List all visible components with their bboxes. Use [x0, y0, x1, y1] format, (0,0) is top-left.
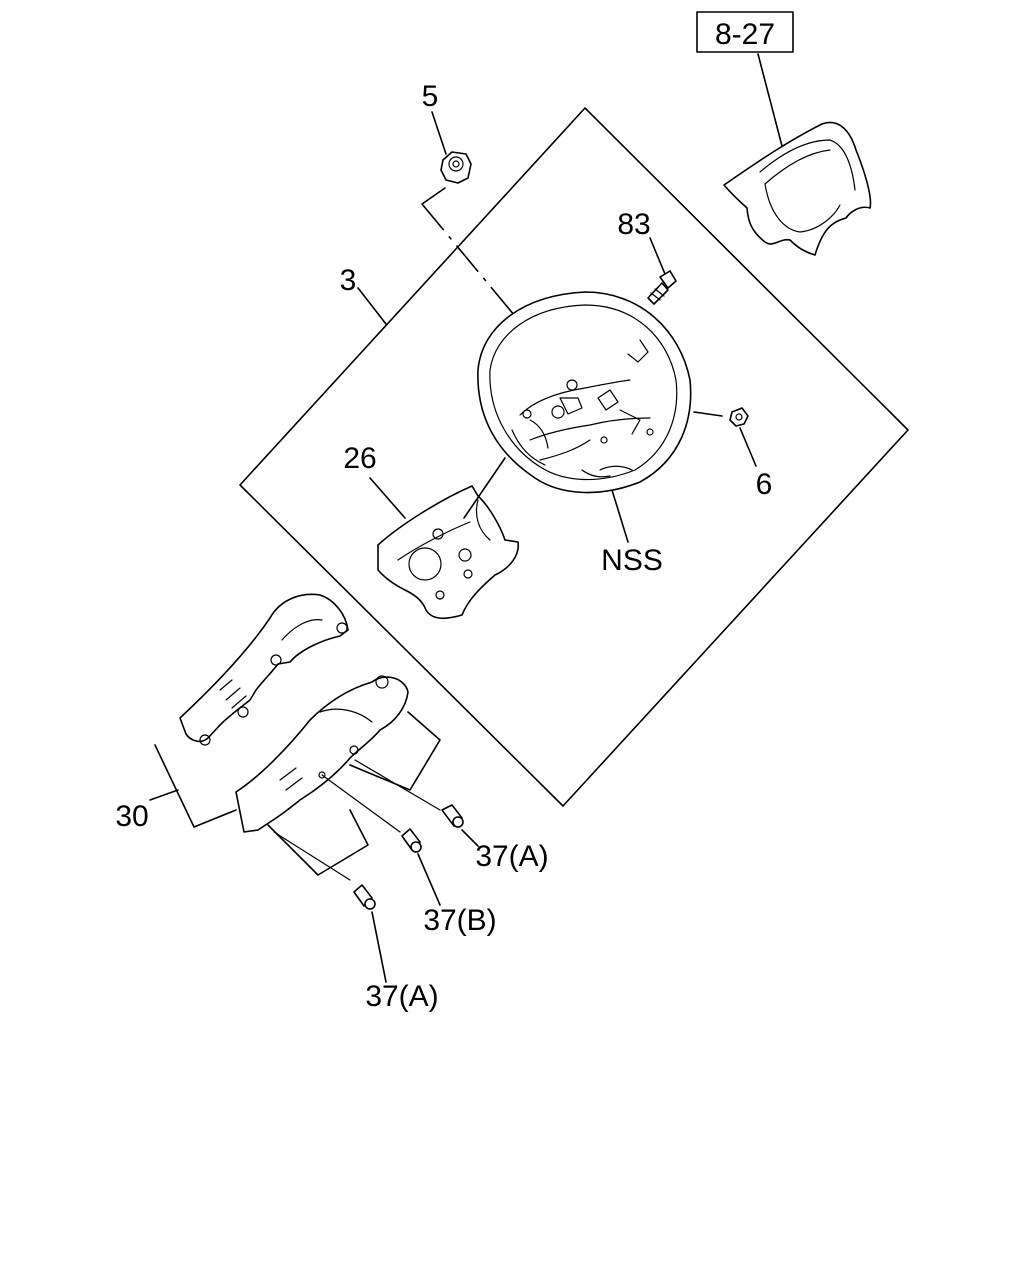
nut-part[interactable] — [440, 151, 472, 184]
leader-line-26 — [369, 477, 406, 519]
leader-line-37a-right — [461, 829, 479, 847]
label-83: 83 — [617, 208, 650, 241]
clip-guide-line — [693, 411, 723, 417]
label-37b: 37(B) — [423, 904, 496, 937]
label-26: 26 — [343, 442, 376, 475]
steering-wheel-part[interactable] — [477, 291, 692, 494]
leader-line-3 — [357, 287, 387, 325]
label-nss: NSS — [601, 544, 663, 577]
label-6: 6 — [756, 468, 773, 501]
bracket-screws-upper — [349, 711, 441, 791]
rear-cover-part[interactable] — [377, 485, 520, 620]
bolt-part[interactable] — [647, 270, 677, 305]
label-5: 5 — [422, 80, 439, 113]
cover-guide-line — [463, 457, 506, 519]
horn-pad-part[interactable] — [723, 121, 872, 256]
leader-line-5 — [431, 111, 447, 155]
leader-line-37a-bottom — [371, 911, 387, 983]
screw-a-right-part[interactable] — [441, 804, 464, 828]
reference-box-label: 8-27 — [715, 18, 775, 51]
leader-line-30 — [149, 789, 179, 801]
leader-line-83 — [649, 237, 666, 275]
reference-box[interactable]: 8-27 — [696, 11, 794, 53]
leader-line-37b — [417, 853, 441, 906]
leader-line-reference — [757, 53, 783, 147]
screw-b-part[interactable] — [401, 828, 422, 853]
screw-a-bottom-part[interactable] — [353, 884, 376, 910]
column-cover-lower-part[interactable] — [235, 675, 409, 833]
label-30: 30 — [115, 800, 148, 833]
label-3: 3 — [340, 264, 357, 297]
leader-line-6 — [739, 427, 757, 467]
leader-line-nss — [611, 489, 629, 543]
bracket-30 — [154, 744, 237, 828]
assembly-frame — [239, 107, 909, 807]
label-37a-right: 37(A) — [475, 840, 548, 873]
clip-part[interactable] — [729, 407, 749, 427]
column-cover-upper-part[interactable] — [179, 593, 349, 746]
label-37a-bottom: 37(A) — [365, 980, 438, 1013]
bracket-screws-lower — [267, 809, 369, 876]
